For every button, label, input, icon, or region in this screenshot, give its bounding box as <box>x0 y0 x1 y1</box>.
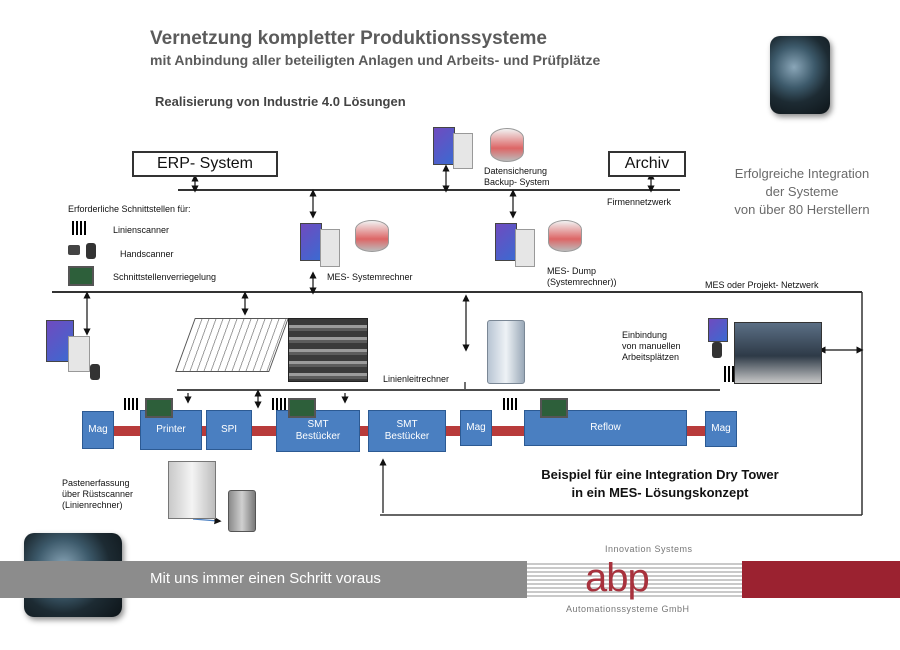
logo-stripes <box>527 561 742 598</box>
station-smt-bestuecker-2: SMT Bestücker <box>368 410 446 452</box>
paste-mixer-icon <box>228 490 256 532</box>
station-mag-3: Mag <box>705 411 737 447</box>
linienleitrechner-label: Linienleitrechner <box>383 374 450 384</box>
workstation-monitor-icon <box>708 318 728 342</box>
mes-tower-icon <box>320 229 340 267</box>
line-qr-icon <box>124 398 140 410</box>
schnittstellenverriegelung-label: Schnittstellenverriegelung <box>113 272 217 282</box>
handscanner-icon <box>68 245 80 255</box>
conveyor-belt <box>685 426 705 436</box>
conveyor-belt <box>112 426 140 436</box>
mes-systemrechner-label: MES- Systemrechner <box>327 272 413 282</box>
printer-interlock-icon <box>145 398 173 418</box>
mes-dump-label: MES- Dump(Systemrechner)) <box>547 266 617 287</box>
realisierung-caption: Realisierung von Industrie 4.0 Lösungen <box>155 94 406 109</box>
linienleitrechner-terminal-icon <box>487 320 525 384</box>
station-mag-2: Mag <box>460 410 492 446</box>
station-spi: SPI <box>206 410 252 450</box>
backup-database-icon <box>490 128 524 162</box>
dry-tower-wireframe-icon <box>175 318 289 372</box>
mes-monitor-icon <box>300 223 322 261</box>
line-pc-tower-icon <box>68 336 90 372</box>
dump-monitor-icon <box>495 223 517 261</box>
interlock-device-icon <box>68 266 94 286</box>
page-subtitle: mit Anbindung aller beteiligten Anlagen … <box>150 52 601 68</box>
conveyor-belt <box>490 426 524 436</box>
backup-monitor-icon <box>433 127 455 165</box>
archiv-box: Archiv <box>608 151 686 177</box>
mes-database-icon <box>355 220 389 252</box>
qr-code-icon <box>72 221 88 235</box>
dump-database-icon <box>548 220 582 252</box>
conveyor-belt <box>358 426 368 436</box>
footer-slogan: Mit uns immer einen Schritt voraus <box>150 570 381 587</box>
automationssysteme-label: Automationssysteme GmbH <box>566 604 690 614</box>
globe-logo-icon <box>770 36 830 114</box>
smt-interlock-icon <box>288 398 316 418</box>
line-pc-scanner-icon <box>90 364 100 380</box>
mobile-scanner-icon <box>86 243 96 259</box>
mes-netzwerk-label: MES oder Projekt- Netzwerk <box>705 280 819 290</box>
abp-logo: abp <box>585 556 650 600</box>
station-mag-1: Mag <box>82 411 114 449</box>
connector-lines <box>52 164 864 525</box>
smt-qr-icon <box>272 398 286 410</box>
dump-tower-icon <box>515 229 535 267</box>
workstation-scanner-icon <box>712 342 722 358</box>
linienscanner-label: Linienscanner <box>113 225 170 235</box>
storage-rack-image <box>288 318 368 382</box>
page-title: Vernetzung kompletter Produktionssysteme <box>150 28 547 49</box>
handscanner-label: Handscanner <box>120 249 174 259</box>
backup-tower-icon <box>453 133 473 169</box>
innovation-systems-label: Innovation Systems <box>605 544 693 554</box>
workstation-photo <box>734 322 822 384</box>
schnittstellen-heading: Erforderliche Schnittstellen für: <box>68 204 191 214</box>
paste-fridge-icon <box>168 461 216 519</box>
conveyor-belt <box>249 426 277 436</box>
erp-system-box: ERP- System <box>132 151 278 177</box>
reflow-qr-icon <box>503 398 519 410</box>
firmennetzwerk-label: Firmennetzwerk <box>607 197 672 207</box>
footer-red-block <box>742 561 900 598</box>
reflow-interlock-icon <box>540 398 568 418</box>
conveyor-belt <box>200 426 206 436</box>
conveyor-belt <box>444 426 460 436</box>
